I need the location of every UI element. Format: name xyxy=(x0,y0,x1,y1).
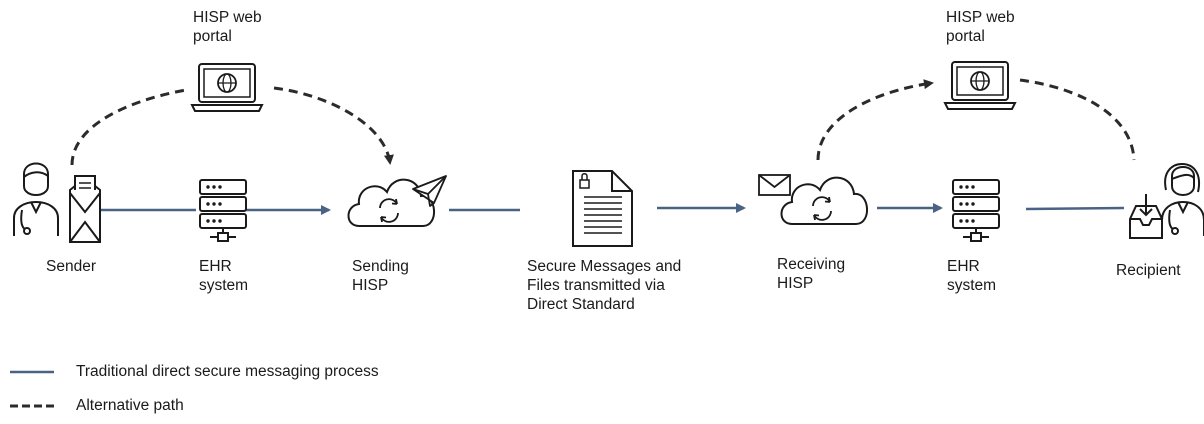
ehr-left-label: EHR system xyxy=(199,258,249,294)
legend-solid-label: Traditional direct secure messaging proc… xyxy=(76,363,379,380)
laptop-portal-right-icon xyxy=(944,61,1016,110)
sender-label: Sender xyxy=(46,258,96,275)
envelope-letter-icon xyxy=(69,175,101,243)
inbox-tray-icon xyxy=(1129,194,1163,239)
recipient-label: Recipient xyxy=(1116,262,1181,279)
dashed-arrow-portal-to-sending-hisp xyxy=(273,86,394,165)
dashed-path-sender-to-portal xyxy=(70,88,187,166)
receiving-hisp-label: Receiving HISP xyxy=(777,256,846,292)
portal-right-label: HISP web portal xyxy=(946,9,1015,45)
dashed-path-portal-to-recipient xyxy=(1019,78,1136,161)
ehr-right-label: EHR system xyxy=(947,258,997,294)
ehr-server-left-icon xyxy=(199,179,247,242)
dashed-arrow-receiving-hisp-to-portal xyxy=(816,79,934,161)
sender-doctor-icon xyxy=(13,162,59,236)
receiving-hisp-cloud-icon xyxy=(780,176,869,225)
sending-hisp-label: Sending HISP xyxy=(352,258,409,294)
small-envelope-icon xyxy=(758,174,791,196)
paper-plane-icon xyxy=(412,175,447,207)
document-label: Secure Messages and Files transmitted vi… xyxy=(527,258,682,313)
secure-document-icon xyxy=(572,170,633,247)
solid-connectors xyxy=(98,203,1125,215)
ehr-server-right-icon xyxy=(952,179,1000,242)
recipient-doctor-icon xyxy=(1161,162,1204,236)
portal-left-label: HISP web portal xyxy=(193,9,262,45)
laptop-portal-left-icon xyxy=(191,63,263,112)
legend-dashed-label: Alternative path xyxy=(76,397,184,414)
dashed-connectors xyxy=(70,78,1136,166)
connector-ehr-recipient xyxy=(1025,206,1125,211)
